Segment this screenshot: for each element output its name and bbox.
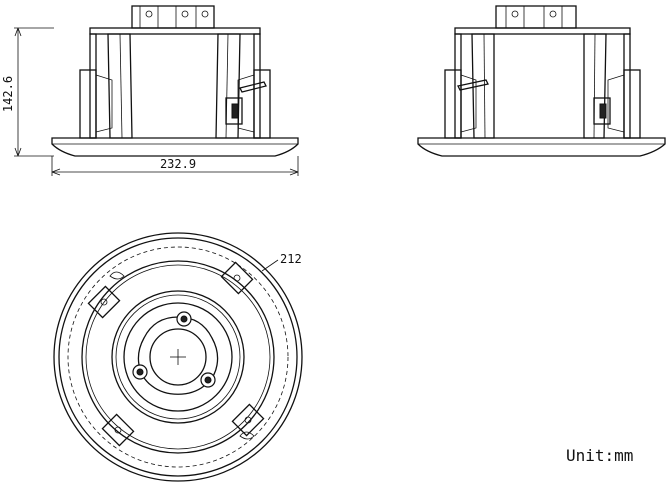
diameter-dimension-label: 212 xyxy=(280,252,302,266)
bottom-view: 212 xyxy=(53,232,303,482)
side-view xyxy=(417,5,666,157)
unit-label: Unit:mm xyxy=(566,446,633,465)
height-dimension-label: 142.6 xyxy=(1,76,15,112)
front-view: 142.6 232.9 xyxy=(1,5,299,176)
width-dimension-label: 232.9 xyxy=(160,157,196,171)
